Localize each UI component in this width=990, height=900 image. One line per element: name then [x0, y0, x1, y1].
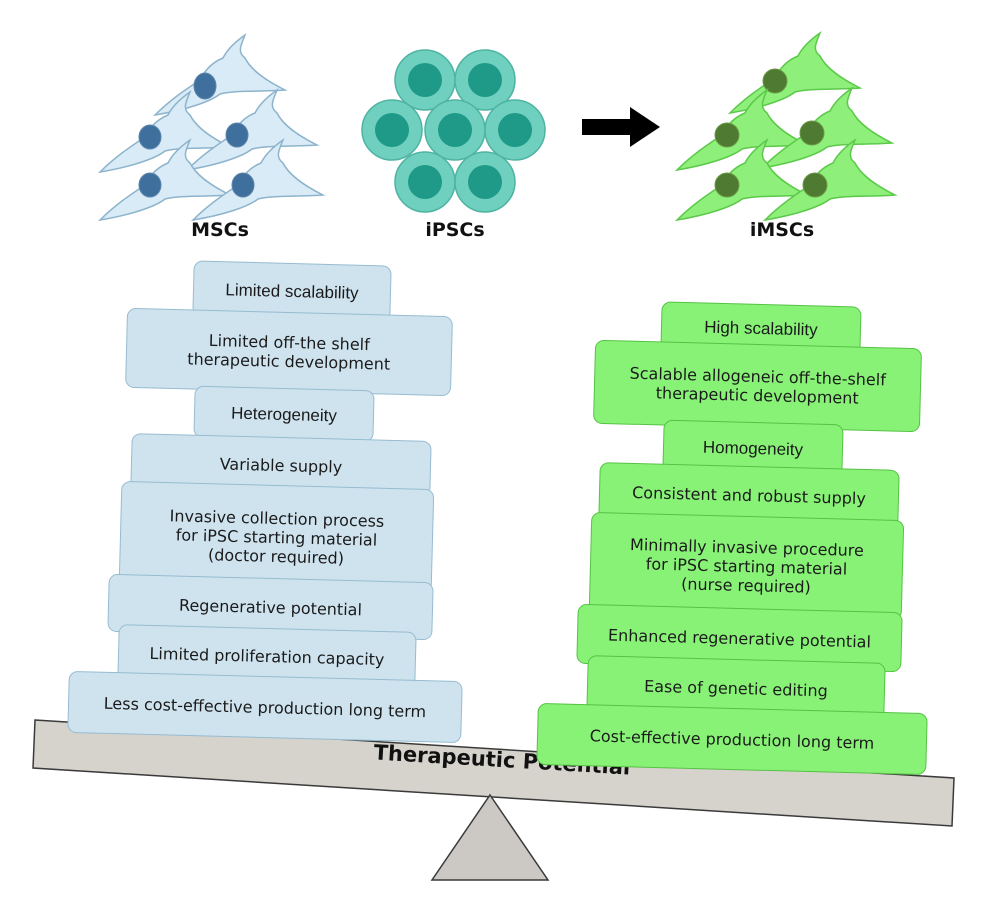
left-box-off-the-shelf: Limited off-the shelf therapeutic develo…: [125, 307, 453, 397]
left-box-less-cost-effective: Less cost-effective production long term: [67, 670, 463, 744]
arrow-right-icon: [582, 107, 660, 147]
imsc-cell: [729, 32, 861, 114]
left-box-heterogeneity: Heterogeneity: [193, 385, 375, 443]
ipsc-cell: [424, 99, 486, 161]
right-box-minimally-invasive: Minimally invasive procedure for iPSC st…: [588, 511, 905, 621]
ipsc-cell: [394, 151, 456, 213]
ipscs-label: iPSCs: [425, 219, 485, 241]
right-box-allogeneic-off-the-shelf: Scalable allogeneic off-the-shelf therap…: [592, 339, 923, 433]
ipsc-cell: [454, 151, 516, 213]
msc-cells: [99, 34, 324, 221]
cell-illustrations: [99, 32, 896, 221]
ipsc-cell: [361, 99, 423, 161]
imscs-label: iMSCs: [749, 219, 815, 241]
ipsc-cell: [454, 49, 516, 111]
fulcrum: [430, 793, 550, 881]
right-box-cost-effective: Cost-effective production long term: [536, 702, 928, 776]
msc-cell: [186, 89, 318, 171]
ipsc-cell: [394, 49, 456, 111]
imsc-cells: [676, 32, 896, 221]
msc-cell: [99, 91, 231, 173]
mscs-label: MSCs: [191, 219, 249, 241]
msc-cell: [192, 139, 324, 221]
imsc-cell: [761, 87, 893, 169]
msc-cell: [154, 34, 286, 116]
imsc-cell: [764, 139, 896, 221]
imsc-cell: [676, 89, 808, 171]
ipsc-cells: [361, 49, 546, 213]
imsc-cell: [676, 139, 808, 221]
msc-cell: [99, 139, 231, 221]
ipsc-cell: [484, 99, 546, 161]
